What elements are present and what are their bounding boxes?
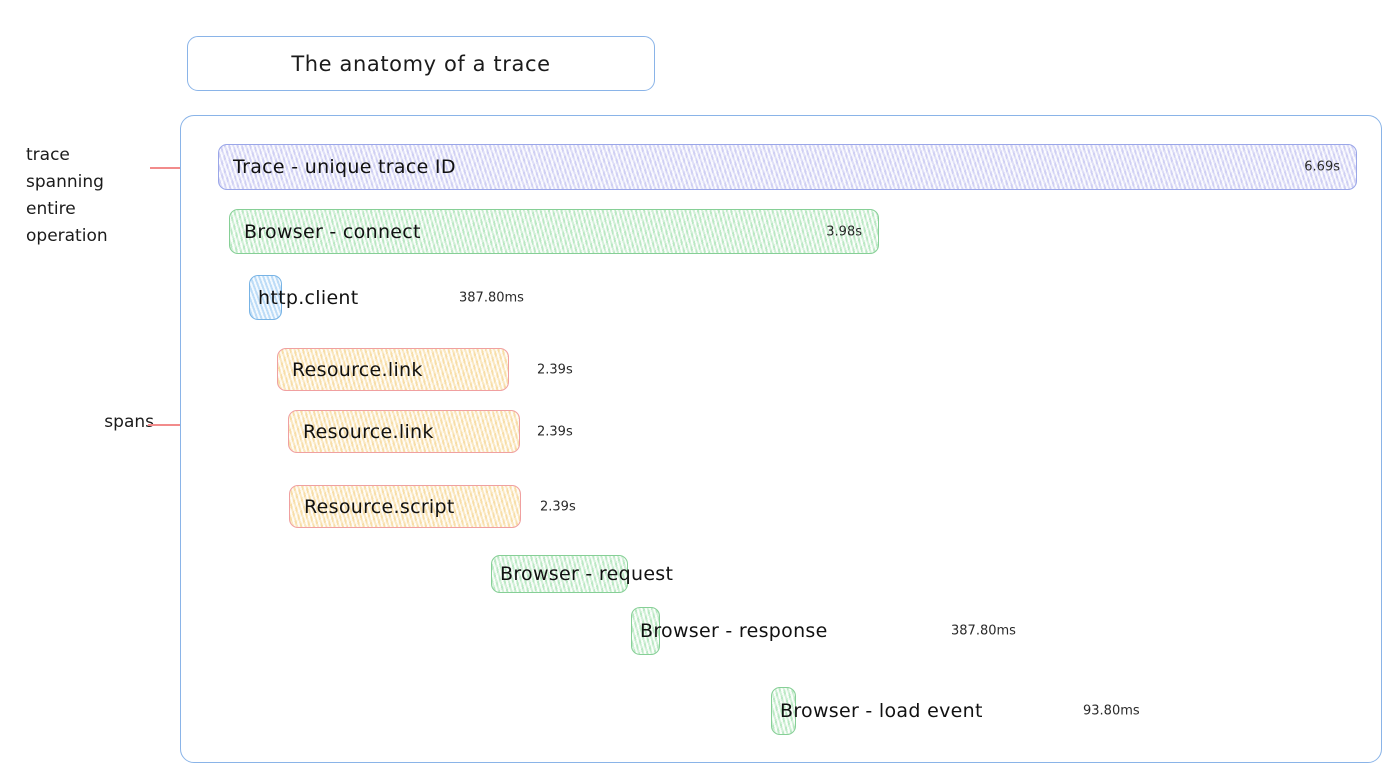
span-label: Resource.link	[292, 358, 423, 381]
span-duration: 2.39s	[537, 362, 573, 377]
span-bar[interactable]: Browser - load event	[771, 687, 982, 735]
span-bar[interactable]: Browser - response	[631, 607, 827, 655]
span-label: Resource.link	[303, 420, 434, 443]
span-label: Trace - unique trace ID	[233, 156, 456, 178]
span-bar[interactable]: Browser - request	[491, 555, 673, 593]
span-bar[interactable]: Resource.script	[289, 485, 521, 528]
span-duration: 2.39s	[537, 424, 573, 439]
span-duration: 93.80ms	[1083, 703, 1140, 719]
annotation-trace-label: trace spanning entire operation	[26, 145, 108, 246]
span-duration: 2.39s	[540, 499, 576, 514]
span-bar[interactable]: Browser - connect 3.98s	[229, 209, 879, 254]
span-label: Browser - connect	[244, 220, 421, 243]
span-bar[interactable]: Trace - unique trace ID 6.69s	[218, 144, 1357, 190]
page-title: The anatomy of a trace	[291, 51, 551, 76]
span-label: http.client	[258, 286, 359, 309]
span-duration: 387.80ms	[951, 623, 1016, 639]
span-duration: 3.98s	[826, 224, 862, 239]
span-duration: 387.80ms	[459, 290, 524, 305]
span-label: Browser - load event	[780, 700, 983, 722]
span-bar[interactable]: Resource.link	[288, 410, 520, 453]
span-label: Browser - request	[500, 563, 674, 585]
span-label: Browser - response	[640, 620, 828, 642]
span-duration: 6.69s	[1304, 159, 1340, 175]
annotation-spans-label: spans	[104, 412, 154, 432]
span-bar[interactable]: Resource.link	[277, 348, 509, 391]
diagram-title-box: The anatomy of a trace	[187, 36, 655, 91]
span-bar[interactable]: http.client	[249, 275, 358, 320]
span-label: Resource.script	[304, 495, 455, 518]
